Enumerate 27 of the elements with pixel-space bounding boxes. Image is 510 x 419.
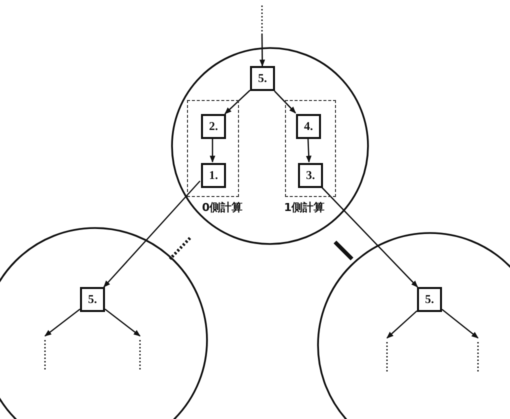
arrow	[386, 310, 418, 338]
dashed-group-frame	[187, 100, 239, 197]
step-box: 1.	[201, 163, 226, 188]
link-bar	[334, 240, 354, 260]
step-box: 5.	[80, 287, 105, 312]
step-box: 2.	[201, 114, 226, 139]
arrow	[103, 180, 200, 288]
circle-region	[316, 231, 510, 419]
arrow	[44, 308, 80, 337]
step-box: 4.	[296, 114, 321, 139]
arrow	[224, 90, 250, 114]
arrow	[104, 308, 141, 337]
dashed-group-frame	[285, 100, 336, 197]
group-caption: 0側計算	[202, 200, 243, 215]
step-box: 5.	[417, 287, 442, 312]
link-bar	[168, 236, 192, 260]
arrow	[306, 138, 312, 163]
circle-region	[0, 226, 210, 419]
arrow	[321, 186, 418, 288]
step-box: 3.	[298, 163, 323, 188]
circle-region	[170, 46, 370, 246]
arrow	[274, 90, 296, 114]
step-box: 5.	[250, 66, 275, 91]
arrow	[259, 35, 266, 67]
arrow	[442, 308, 479, 338]
arrow	[210, 138, 216, 163]
group-caption: 1側計算	[284, 200, 325, 215]
